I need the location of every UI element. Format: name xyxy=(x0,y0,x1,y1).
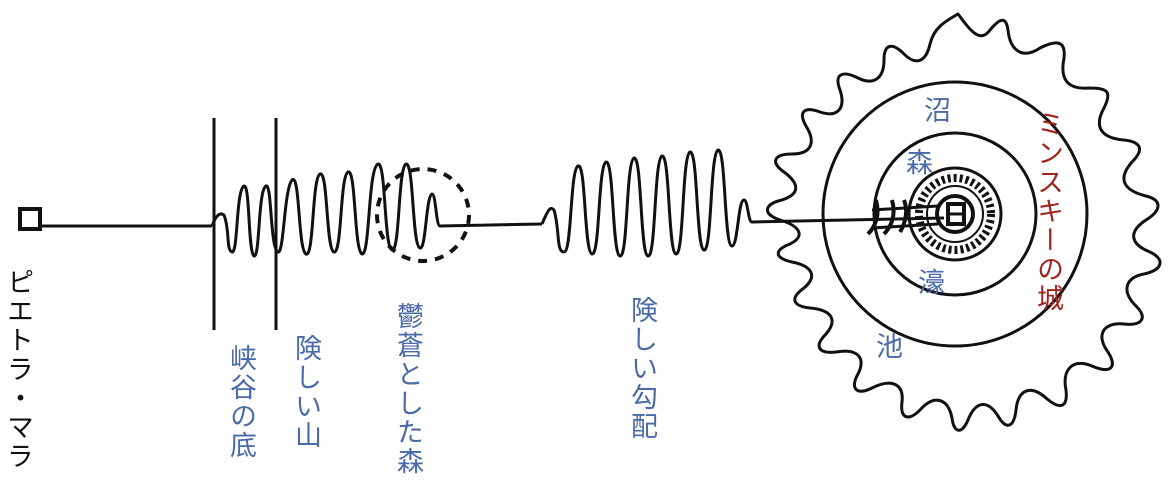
dense-forest-circle xyxy=(375,167,471,263)
label-moat: 濠 xyxy=(918,268,945,299)
bridge-mark xyxy=(866,199,909,236)
label-swamp: 沼 xyxy=(924,96,951,127)
label-canyon: 峡谷の底 xyxy=(225,344,256,460)
ring-moat-inner xyxy=(926,185,984,243)
label-start: ピエトラ・マラ xyxy=(2,268,33,471)
ring-forest xyxy=(872,131,1038,297)
label-pond: 池 xyxy=(876,332,903,363)
ring-moat-outer xyxy=(907,166,1003,262)
castle-keep-icon xyxy=(946,202,966,226)
label-dense-forest: 鬱蒼とした森 xyxy=(392,302,423,476)
route-squiggle-mountains xyxy=(210,162,442,258)
ring-castle-wall xyxy=(935,194,975,234)
ring-swamp xyxy=(821,80,1089,348)
castle-outer-boundary xyxy=(766,12,1162,432)
label-castle: ミンスキーの城 xyxy=(1032,110,1063,313)
label-steep-mountain: 険しい山 xyxy=(290,334,321,450)
route-line-mid xyxy=(439,222,543,228)
label-forest: 森 xyxy=(906,148,933,179)
route-squiggle-slope xyxy=(540,148,753,258)
start-marker xyxy=(18,207,42,231)
label-steep-slope: 険しい勾配 xyxy=(626,296,657,441)
ring-moat-dotted xyxy=(915,174,995,254)
